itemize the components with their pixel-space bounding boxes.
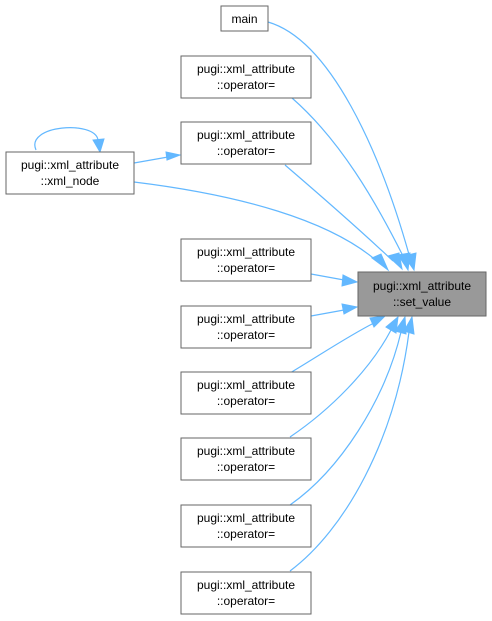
node-operator-4-line2: ::operator= [217,328,275,342]
node-operator-2-line2: ::operator= [217,144,275,158]
node-operator-3[interactable]: pugi::xml_attribute ::operator= [180,238,312,282]
node-operator-8-line1: pugi::xml_attribute [197,578,295,592]
node-operator-7-line2: ::operator= [217,527,275,541]
node-operator-1[interactable]: pugi::xml_attribute ::operator= [180,55,312,99]
edge-operator-8-to-set-value [289,315,415,572]
node-operator-2[interactable]: pugi::xml_attribute ::operator= [180,121,312,165]
node-xml-node[interactable]: pugi::xml_attribute ::xml_node [5,151,135,195]
node-set-value-line1: pugi::xml_attribute [373,279,471,293]
node-operator-6-line1: pugi::xml_attribute [197,444,295,458]
edge-operator-4-to-set-value [310,303,359,317]
edge-operator-5-to-set-value [289,315,387,374]
node-operator-4[interactable]: pugi::xml_attribute ::operator= [180,305,312,349]
node-operator-5-line2: ::operator= [217,394,275,408]
edge-xml-node-self-loop [34,127,105,154]
node-xml-node-line1: pugi::xml_attribute [21,158,119,172]
node-set-value-line2: ::set_value [393,295,451,309]
node-operator-1-line2: ::operator= [217,78,275,92]
node-operator-5[interactable]: pugi::xml_attribute ::operator= [180,371,312,415]
node-operator-4-line1: pugi::xml_attribute [197,312,295,326]
edge-operator-6-to-set-value [289,315,399,438]
edge-xml-node-to-operator-2 [133,151,182,164]
node-main-label: main [231,12,257,26]
node-operator-8-line2: ::operator= [217,594,275,608]
node-operator-6[interactable]: pugi::xml_attribute ::operator= [180,437,312,481]
node-operator-7-line1: pugi::xml_attribute [197,511,295,525]
node-operator-1-line1: pugi::xml_attribute [197,62,295,76]
node-set-value[interactable]: pugi::xml_attribute ::set_value [357,271,487,317]
node-operator-7[interactable]: pugi::xml_attribute ::operator= [180,504,312,548]
node-xml-node-line2: ::xml_node [41,174,100,188]
edge-operator-3-to-set-value [310,273,359,287]
edge-xml-node-to-set-value [133,181,390,272]
node-operator-6-line2: ::operator= [217,460,275,474]
node-operator-5-line1: pugi::xml_attribute [197,378,295,392]
node-operator-8[interactable]: pugi::xml_attribute ::operator= [180,571,312,615]
node-operator-2-line1: pugi::xml_attribute [197,128,295,142]
edge-operator-2-to-set-value [284,164,403,271]
node-operator-3-line1: pugi::xml_attribute [197,245,295,259]
edge-operator-1-to-set-value [291,97,411,272]
node-operator-3-line2: ::operator= [217,261,275,275]
edge-operator-7-to-set-value [289,315,407,506]
node-main[interactable]: main [220,5,269,32]
